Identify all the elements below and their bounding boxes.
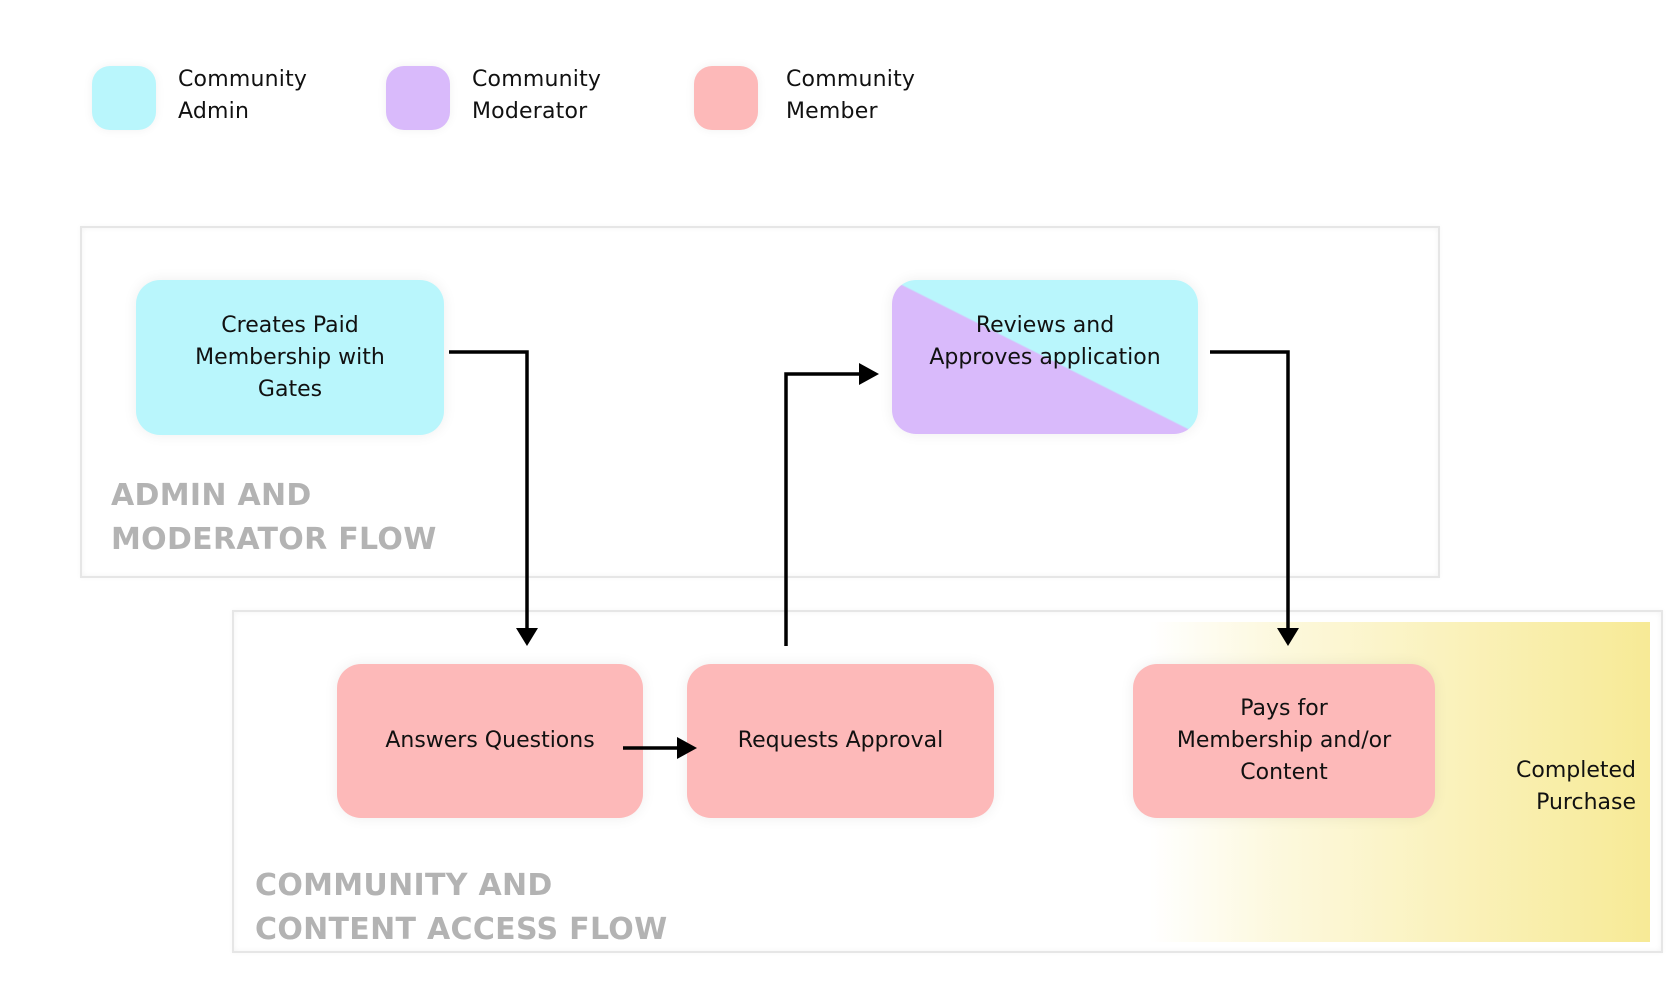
legend-label-member: Community Member <box>786 67 916 124</box>
node-creates-paid-membership[interactable]: Creates Paid Membership with Gates <box>136 280 444 435</box>
node-creates-paid-membership-label: Creates Paid Membership with Gates <box>195 312 385 402</box>
legend-swatch-member <box>694 66 758 130</box>
legend-swatch-admin <box>92 66 156 130</box>
community-content-flow-label: COMMUNITY AND CONTENT ACCESS FLOW <box>255 868 668 947</box>
node-answers-questions-label: Answers Questions <box>385 728 595 753</box>
admin-moderator-flow-label: ADMIN AND MODERATOR FLOW <box>111 478 437 557</box>
node-requests-approval-label: Requests Approval <box>737 728 944 753</box>
node-pays-membership-label: Pays for Membership and/or Content <box>1176 696 1392 785</box>
node-answers-questions[interactable]: Answers Questions <box>337 664 643 818</box>
node-reviews-approves-application-label: Reviews and Approves application <box>929 313 1161 370</box>
legend-swatch-moderator <box>386 66 450 130</box>
completed-purchase-label: Completed Purchase <box>1516 758 1636 815</box>
node-requests-approval[interactable]: Requests Approval <box>687 664 994 818</box>
legend-label-moderator: Community Moderator <box>472 67 602 124</box>
node-pays-membership[interactable]: Pays for Membership and/or Content <box>1133 664 1435 818</box>
node-reviews-approves-application[interactable]: Reviews and Approves application <box>892 280 1198 434</box>
legend-label-admin: Community Admin <box>178 67 308 124</box>
